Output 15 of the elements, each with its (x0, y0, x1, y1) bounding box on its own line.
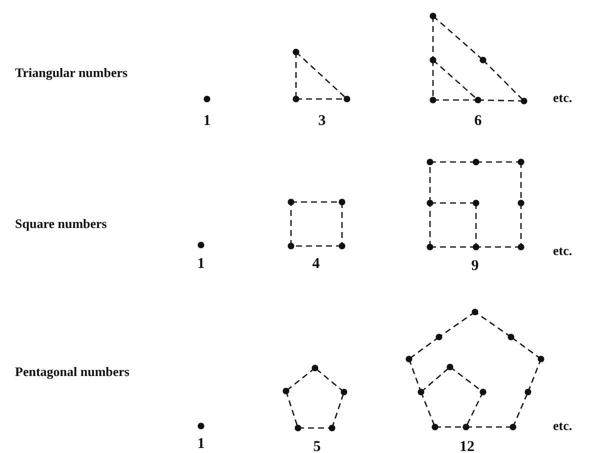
count-number: 1 (197, 437, 205, 452)
count-number: 1 (203, 114, 211, 129)
count-number: 9 (471, 259, 479, 274)
row-heading: Square numbers (15, 217, 107, 230)
etc-note: etc. (553, 419, 572, 432)
row-heading: Triangular numbers (15, 66, 128, 79)
count-number: 3 (318, 114, 326, 129)
count-number: 6 (474, 114, 482, 129)
count-number: 1 (197, 257, 205, 272)
count-number: 4 (312, 257, 320, 272)
count-number: 12 (460, 440, 474, 453)
row-heading: Pentagonal numbers (15, 365, 130, 378)
etc-note: etc. (553, 91, 572, 104)
count-number: 5 (313, 440, 321, 453)
etc-note: etc. (553, 244, 572, 257)
